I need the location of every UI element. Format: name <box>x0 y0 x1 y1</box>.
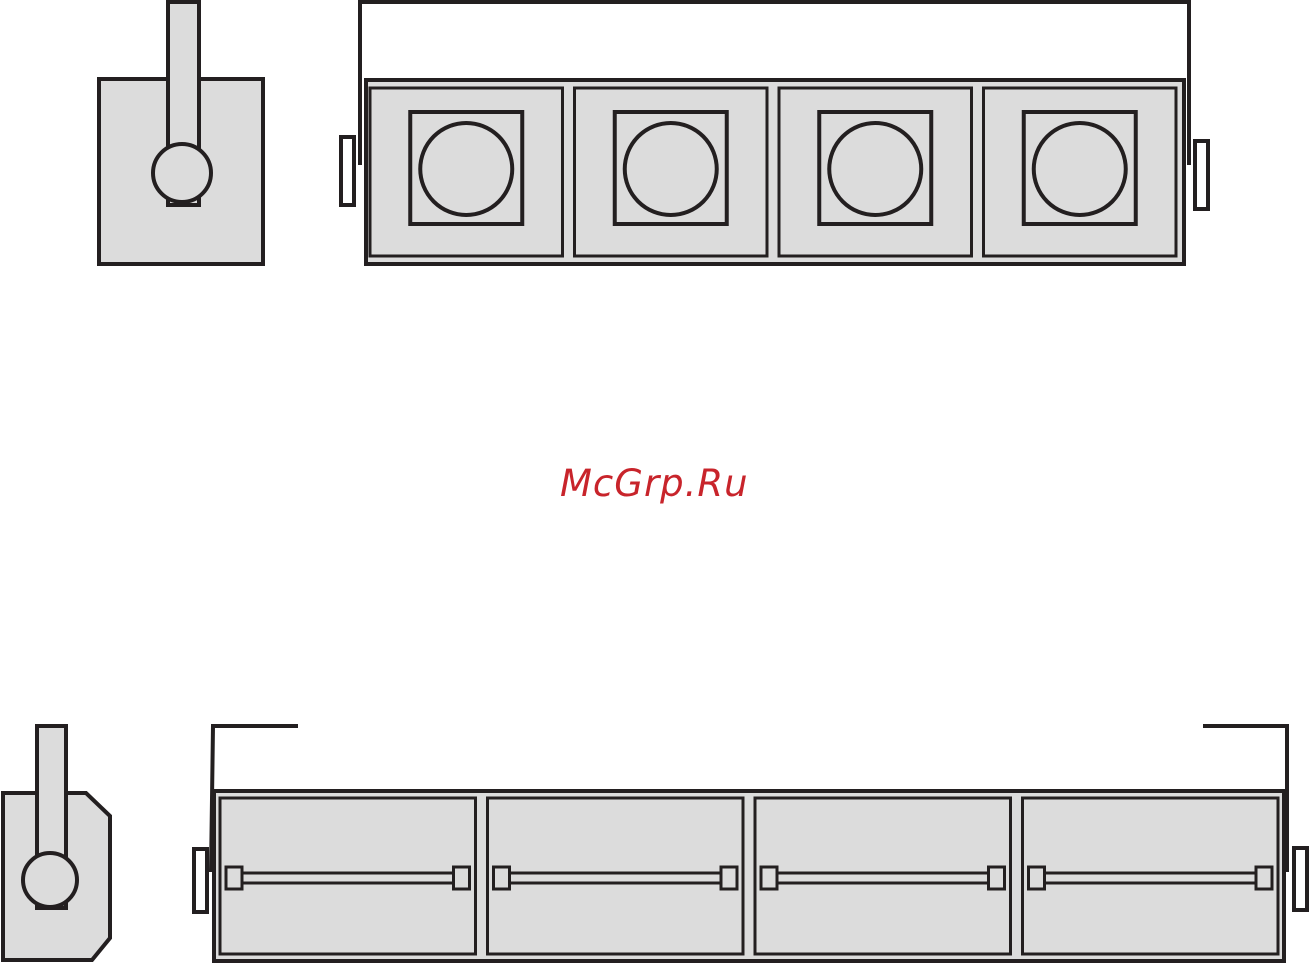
bottom-module-2 <box>488 798 744 954</box>
lens-circle <box>829 123 921 215</box>
lens-circle <box>1034 123 1126 215</box>
rod-end-right <box>989 867 1005 889</box>
watermark-text: McGrp.Ru <box>560 462 749 505</box>
lens-circle <box>625 123 717 215</box>
bottom-module-4 <box>1023 798 1279 954</box>
top-front-view <box>341 2 1208 264</box>
rod-end-left <box>761 867 777 889</box>
bottom-module-3 <box>755 798 1011 954</box>
rod-end-right <box>1256 867 1272 889</box>
side-pivot-knob <box>153 144 211 202</box>
bottom-module-1 <box>220 798 476 954</box>
bottom-left-clamp <box>194 849 207 912</box>
top-side-view <box>99 2 263 264</box>
module-rod <box>507 873 725 883</box>
rod-end-left <box>1029 867 1045 889</box>
bottom-right-clamp <box>1294 848 1307 910</box>
module-rod <box>1042 873 1260 883</box>
module-rod <box>239 873 457 883</box>
top-module-2 <box>575 88 768 256</box>
bottom-front-view <box>194 726 1307 961</box>
top-module-4 <box>984 88 1177 256</box>
top-right-clamp <box>1195 141 1208 209</box>
lens-circle <box>420 123 512 215</box>
top-left-clamp <box>341 137 354 205</box>
rod-end-right <box>454 867 470 889</box>
module-rod <box>774 873 992 883</box>
top-module-1 <box>370 88 563 256</box>
rod-end-left <box>494 867 510 889</box>
top-module-3 <box>779 88 972 256</box>
bottom-side-view <box>3 726 110 960</box>
side-pivot-knob <box>23 853 77 907</box>
rod-end-left <box>226 867 242 889</box>
rod-end-right <box>721 867 737 889</box>
